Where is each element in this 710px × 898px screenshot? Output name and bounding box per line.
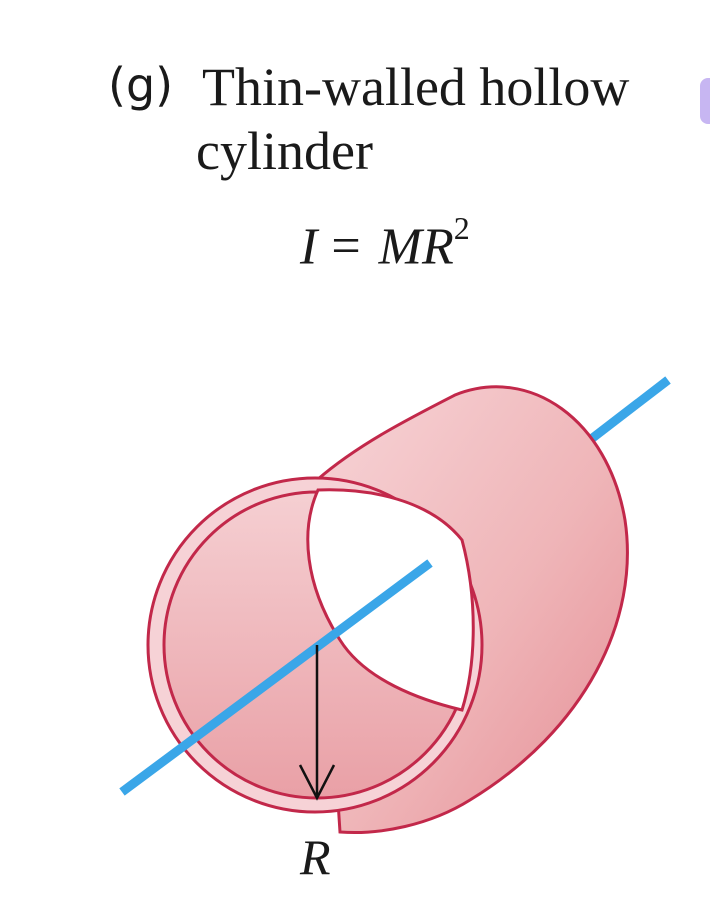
formula-exponent: 2 (453, 210, 470, 246)
figure-title-line-1: Thin-walled hollow (202, 57, 630, 117)
formula-equals: = (331, 218, 361, 276)
edge-marker (700, 78, 710, 124)
formula-rhs: MR (378, 218, 454, 276)
radius-label: R (300, 829, 331, 885)
caption: (g) Thin-walled hollow cylinder I= MR2 (0, 0, 710, 290)
rotation-axis-front (119, 559, 433, 796)
radius-arrowhead (298, 764, 336, 801)
formula-lhs: I (300, 218, 318, 276)
figure-title-line-2: cylinder (196, 121, 373, 181)
moment-of-inertia-formula: I= MR2 (300, 210, 470, 276)
figure-part-label: (g) (108, 58, 174, 112)
far-end-opening (306, 488, 475, 712)
